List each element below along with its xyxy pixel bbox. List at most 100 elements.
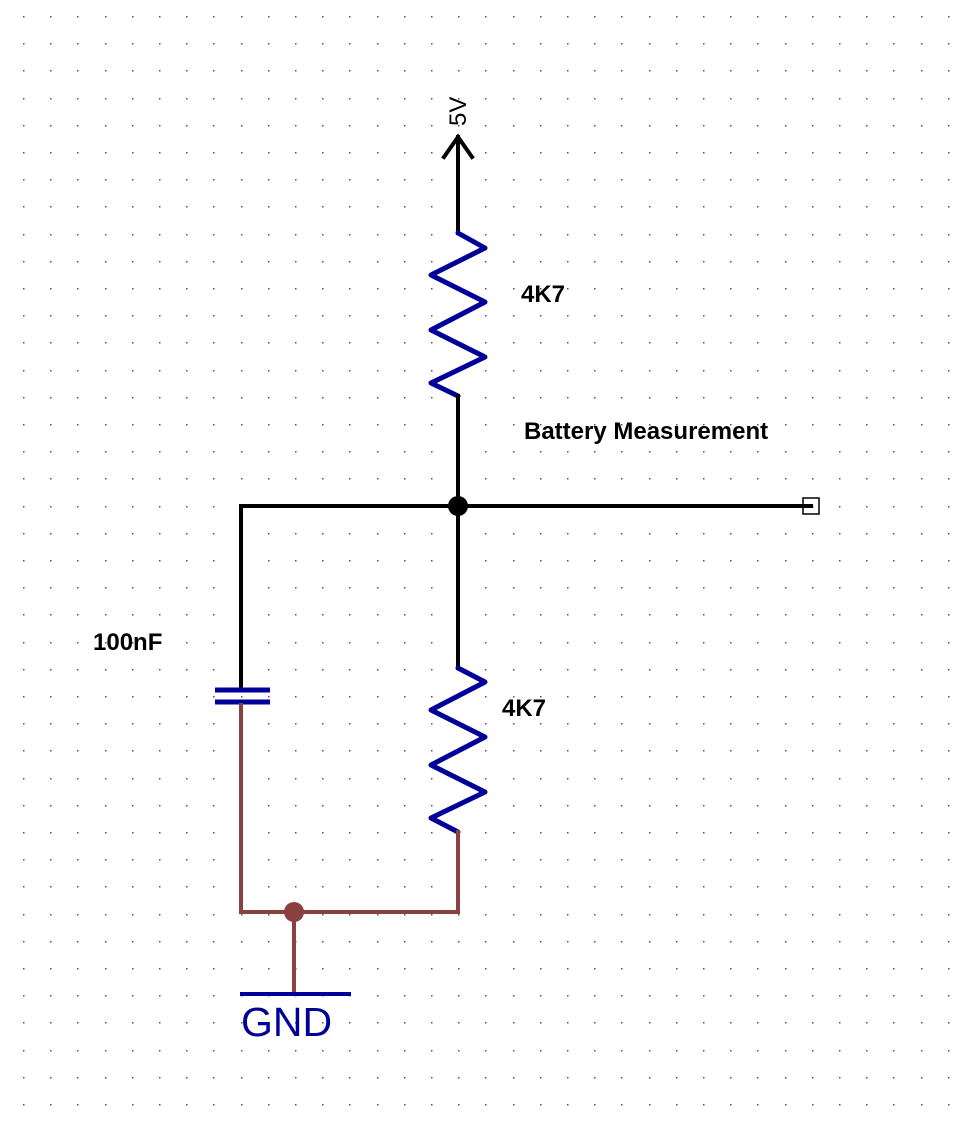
grid-dot [839, 1104, 841, 1106]
grid-dot [676, 234, 678, 236]
grid-dot [730, 587, 732, 589]
grid-dot [785, 152, 787, 154]
grid-dot [159, 288, 161, 290]
grid-dot [866, 315, 868, 317]
grid-dot [23, 70, 25, 72]
grid-dot [485, 778, 487, 780]
grid-dot [485, 70, 487, 72]
grid-dot [839, 98, 841, 100]
grid-dot [676, 288, 678, 290]
grid-dot [893, 261, 895, 263]
grid-dot [785, 451, 787, 453]
grid-dot [621, 451, 623, 453]
grid-dot [513, 424, 515, 426]
grid-dot [812, 179, 814, 181]
grid-dot [785, 778, 787, 780]
grid-dot [159, 179, 161, 181]
grid-dot [213, 587, 215, 589]
grid-dot [730, 778, 732, 780]
grid-dot [893, 886, 895, 888]
grid-dot [349, 859, 351, 861]
grid-dot [213, 914, 215, 916]
wire-ground-net [239, 703, 460, 914]
grid-dot [186, 206, 188, 208]
grid-dot [785, 16, 787, 18]
grid-dot [540, 832, 542, 834]
grid-dot [322, 750, 324, 752]
grid-dot [676, 152, 678, 154]
grid-dot [594, 995, 596, 997]
grid-dot [268, 587, 270, 589]
resistor-r1-value: 4K7 [521, 281, 565, 308]
grid-dot [649, 941, 651, 943]
grid-dot [295, 614, 297, 616]
grid-dot [594, 342, 596, 344]
grid-dot [186, 506, 188, 508]
grid-dot [513, 1104, 515, 1106]
grid-dot [649, 642, 651, 644]
grid-dot [948, 587, 950, 589]
grid-dot [513, 397, 515, 399]
grid-dot [50, 70, 52, 72]
capacitor-c1[interactable]: 100nF [93, 629, 270, 705]
grid-dot [730, 1050, 732, 1052]
grid-dot [241, 424, 243, 426]
grid-dot [377, 397, 379, 399]
grid-dot [105, 125, 107, 127]
resistor-r2[interactable]: 4K7 [428, 665, 546, 835]
grid-dot [839, 533, 841, 535]
grid-dot [621, 1022, 623, 1024]
grid-dot [105, 342, 107, 344]
grid-dot [649, 914, 651, 916]
grid-dot [186, 669, 188, 671]
grid-dot [948, 206, 950, 208]
grid-dot [295, 179, 297, 181]
grid-dot [268, 70, 270, 72]
grid-dot [295, 152, 297, 154]
grid-dot [921, 1050, 923, 1052]
grid-dot [322, 98, 324, 100]
grid-dot [77, 642, 79, 644]
grid-dot [295, 723, 297, 725]
grid-dot [621, 315, 623, 317]
grid-dot [866, 98, 868, 100]
grid-dot [268, 1104, 270, 1106]
grid-dot [77, 478, 79, 480]
grid-dot [213, 288, 215, 290]
grid-dot [812, 696, 814, 698]
grid-dot [621, 941, 623, 943]
grid-dot [730, 451, 732, 453]
grid-dot [567, 234, 569, 236]
resistor-r1[interactable]: 4K7 [428, 230, 565, 399]
grid-dot [649, 1077, 651, 1079]
grid-dot [23, 886, 25, 888]
grid-dot [404, 778, 406, 780]
grid-dot [649, 451, 651, 453]
grid-dot [186, 152, 188, 154]
grid-dot [893, 397, 895, 399]
grid-dot [241, 1050, 243, 1052]
grid-dot [77, 587, 79, 589]
grid-dot [213, 315, 215, 317]
grid-dot [23, 832, 25, 834]
grid-dot [132, 1050, 134, 1052]
grid-dot [50, 1077, 52, 1079]
grid-dot [785, 261, 787, 263]
grid-dot [404, 832, 406, 834]
grid-dot [431, 1050, 433, 1052]
grid-dot [431, 98, 433, 100]
grid-dot [948, 859, 950, 861]
grid-dot [730, 206, 732, 208]
grid-dot [295, 805, 297, 807]
grid-dot [132, 587, 134, 589]
test-point-output[interactable] [802, 497, 820, 515]
grid-dot [676, 778, 678, 780]
grid-dot [513, 1077, 515, 1079]
grid-dot [485, 451, 487, 453]
grid-dot [812, 723, 814, 725]
grid-dot [921, 533, 923, 535]
grid-dot [812, 914, 814, 916]
grid-dot [50, 506, 52, 508]
grid-dot [676, 424, 678, 426]
grid-dot [159, 941, 161, 943]
